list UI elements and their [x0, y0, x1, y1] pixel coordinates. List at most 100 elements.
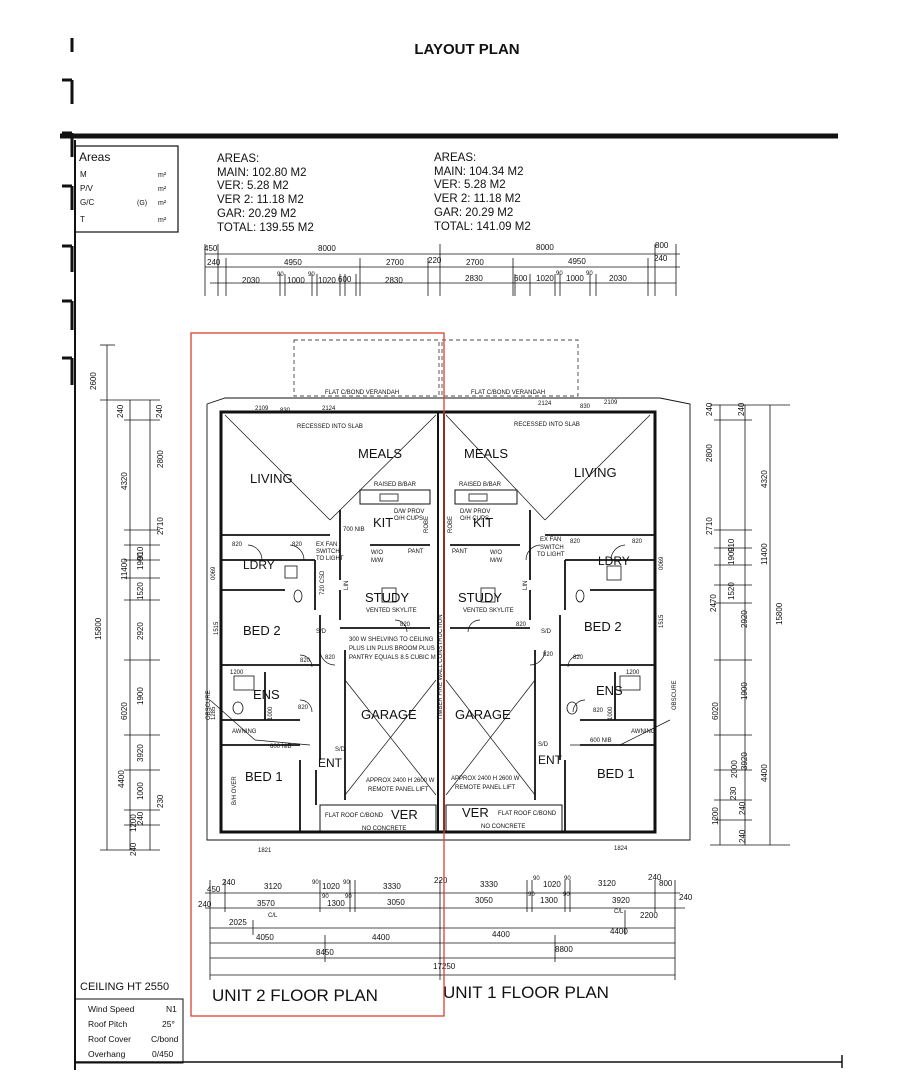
plan-notes: RECESSED INTO SLAB RECESSED INTO SLAB RA… — [206, 422, 678, 832]
svg-text:240: 240 — [222, 878, 236, 887]
svg-text:4400: 4400 — [117, 770, 126, 788]
svg-text:1900: 1900 — [740, 682, 749, 700]
room-ens-u2: ENS — [253, 687, 280, 702]
svg-text:1520: 1520 — [136, 582, 145, 600]
svg-text:3330: 3330 — [480, 880, 498, 889]
svg-text:O/H CUPS: O/H CUPS — [460, 516, 489, 522]
svg-text:240: 240 — [116, 404, 125, 418]
svg-text:1900: 1900 — [136, 687, 145, 705]
svg-text:Roof Pitch: Roof Pitch — [88, 1019, 127, 1029]
svg-text:VER: 5.28 M2: VER: 5.28 M2 — [434, 179, 506, 191]
room-garage-u2: GARAGE — [361, 707, 417, 722]
svg-text:VENTED SKYLITE: VENTED SKYLITE — [463, 608, 514, 614]
svg-text:910: 910 — [727, 538, 736, 552]
svg-text:3120: 3120 — [598, 879, 616, 888]
svg-text:6020: 6020 — [711, 702, 720, 720]
svg-text:S/D: S/D — [335, 747, 346, 753]
svg-text:AREAS:: AREAS: — [217, 153, 259, 165]
svg-text:90: 90 — [586, 271, 593, 277]
svg-text:220: 220 — [428, 256, 442, 265]
svg-text:2830: 2830 — [465, 274, 483, 283]
svg-text:1300: 1300 — [540, 896, 558, 905]
right-dimensions — [710, 404, 790, 846]
svg-text:820: 820 — [593, 708, 604, 714]
svg-text:90: 90 — [343, 880, 350, 886]
room-garage-u1: GARAGE — [455, 707, 511, 722]
top-dimensions — [204, 244, 680, 296]
svg-text:240: 240 — [738, 801, 747, 815]
svg-text:2025: 2025 — [229, 918, 247, 927]
rear-verandahs — [319, 804, 563, 833]
svg-text:4400: 4400 — [610, 927, 628, 936]
svg-text:230: 230 — [729, 786, 738, 800]
svg-text:2200: 2200 — [640, 911, 658, 920]
svg-text:2830: 2830 — [385, 276, 403, 285]
svg-text:APPROX 2400 H 2600 W: APPROX 2400 H 2600 W — [451, 776, 520, 782]
unit1-areas: AREAS: MAIN: 104.34 M2 VER: 5.28 M2 VER … — [434, 152, 531, 233]
room-living-u2: LIVING — [250, 471, 293, 486]
svg-text:3120: 3120 — [264, 882, 282, 891]
unit2-caption: UNIT 2 FLOOR PLAN — [212, 986, 378, 1005]
room-bed2-u2: BED 2 — [243, 623, 281, 638]
svg-text:1200: 1200 — [230, 670, 244, 676]
svg-text:FLAT ROOF C/BOND: FLAT ROOF C/BOND — [325, 813, 384, 819]
svg-text:700 NIB: 700 NIB — [343, 527, 365, 533]
svg-text:W/O: W/O — [490, 550, 502, 556]
verandah-roof-outline — [293, 339, 579, 397]
svg-text:800: 800 — [659, 879, 673, 888]
svg-text:2600: 2600 — [89, 372, 98, 390]
room-ver-u1: VER — [462, 805, 489, 820]
svg-text:4400: 4400 — [760, 764, 769, 782]
top-dimension-labels: 450 8000 8000 800 240 4950 2700 220 2700… — [204, 241, 669, 285]
svg-text:RAISED B/BAR: RAISED B/BAR — [374, 482, 417, 488]
svg-text:AWNING: AWNING — [232, 729, 257, 735]
svg-text:600 NIB: 600 NIB — [270, 744, 292, 750]
svg-text:8000: 8000 — [318, 244, 336, 253]
unit2-door-swings — [247, 544, 408, 713]
room-ens-u1: ENS — [596, 683, 623, 698]
svg-text:m²: m² — [158, 217, 167, 224]
svg-text:MAIN: 102.80 M2: MAIN: 102.80 M2 — [217, 167, 306, 179]
svg-text:1515: 1515 — [659, 614, 665, 628]
svg-text:3920: 3920 — [136, 744, 145, 762]
room-bed1-u2: BED 1 — [245, 769, 283, 784]
page-title: LAYOUT PLAN — [414, 41, 519, 58]
room-living-u1: LIVING — [574, 465, 617, 480]
svg-text:1200: 1200 — [129, 814, 138, 832]
svg-text:C/bond: C/bond — [151, 1034, 179, 1044]
svg-text:T: T — [80, 215, 85, 224]
svg-text:2710: 2710 — [156, 517, 165, 535]
svg-text:M: M — [80, 170, 87, 179]
svg-text:240: 240 — [738, 829, 747, 843]
svg-text:4950: 4950 — [284, 258, 302, 267]
svg-text:OBSCURE: OBSCURE — [206, 690, 212, 720]
svg-text:240: 240 — [136, 811, 145, 825]
svg-text:GAR: 20.29 M2: GAR: 20.29 M2 — [217, 208, 296, 220]
svg-text:2109: 2109 — [255, 406, 269, 412]
svg-text:AREAS:: AREAS: — [434, 152, 476, 164]
unit1-roof-hips — [445, 414, 671, 796]
svg-text:TOTAL: 139.55 M2: TOTAL: 139.55 M2 — [217, 222, 314, 234]
svg-text:1020: 1020 — [322, 882, 340, 891]
svg-text:4320: 4320 — [120, 472, 129, 490]
room-study-u1: STUDY — [458, 590, 502, 605]
bottom-dimensions — [205, 880, 685, 980]
svg-text:S/D: S/D — [538, 742, 549, 748]
room-ent-u2: ENT — [318, 756, 343, 770]
svg-text:1520: 1520 — [727, 582, 736, 600]
svg-text:15800: 15800 — [775, 602, 784, 625]
svg-text:11400: 11400 — [760, 543, 769, 565]
areas-legend-heading: Areas — [79, 150, 110, 164]
svg-text:Roof Cover: Roof Cover — [88, 1034, 131, 1044]
svg-text:LIN: LIN — [344, 581, 350, 590]
svg-text:820: 820 — [298, 705, 309, 711]
svg-text:820: 820 — [570, 539, 581, 545]
svg-text:240: 240 — [648, 873, 662, 882]
svg-text:Overhang: Overhang — [88, 1049, 126, 1059]
room-study-u2: STUDY — [365, 590, 409, 605]
svg-text:90: 90 — [308, 272, 315, 278]
svg-text:PLUS LIN PLUS BROOM PLUS: PLUS LIN PLUS BROOM PLUS — [349, 646, 435, 652]
room-bed2-u1: BED 2 — [584, 619, 622, 634]
svg-text:PANT: PANT — [408, 549, 424, 555]
svg-text:0/450: 0/450 — [152, 1049, 174, 1059]
